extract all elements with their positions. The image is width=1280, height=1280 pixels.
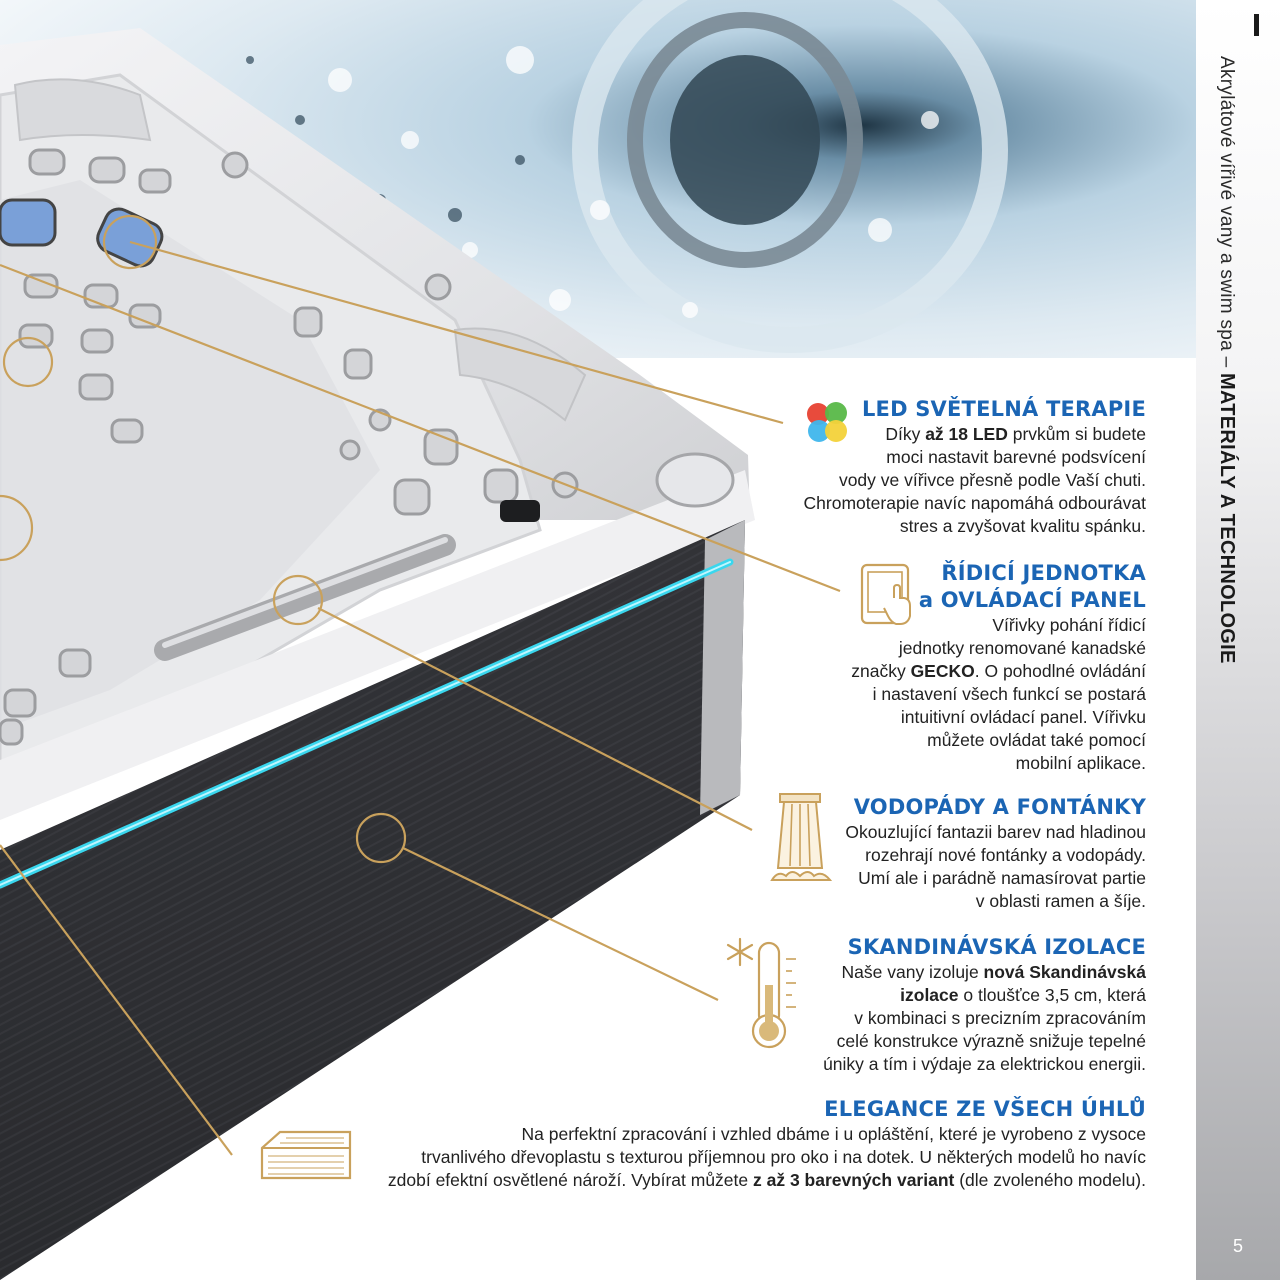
text-run: trvanlivého dřevoplastu s texturou příje… <box>421 1147 1146 1167</box>
bold-text: GECKO <box>910 661 975 681</box>
feature-body-line: moci nastavit barevné podsvícení <box>804 446 1146 469</box>
sidebar-title-prefix: Akrylátové vířivé vany a swim spa – <box>1216 56 1237 374</box>
sidebar-marker <box>1254 14 1259 36</box>
hot-tub-illustration <box>0 0 1196 1280</box>
text-run: vody ve vířivce přesně podle Vaší chuti. <box>838 470 1146 490</box>
feature-body-line: Naše vany izoluje nová Skandinávská <box>823 961 1146 984</box>
text-run: Chromoterapie navíc napomáhá odbourávat <box>803 493 1146 513</box>
feature-body-line: v kombinaci s precizním zpracováním <box>823 1007 1146 1030</box>
feature-title: LED SVĚTELNÁ TERAPIE <box>861 397 1146 421</box>
feature-body-line: Na perfektní zpracování i vzhled dbáme i… <box>388 1123 1147 1146</box>
feature-title-line-1: ŘÍDICÍ JEDNOTKA <box>941 561 1146 585</box>
feature-body-line: stres a zvyšovat kvalitu spánku. <box>804 515 1146 538</box>
feature-body-line: trvanlivého dřevoplastu s texturou příje… <box>388 1146 1146 1169</box>
text-run: značky <box>851 661 911 681</box>
feature-body: Okouzlující fantazii barev nad hladinou r… <box>845 821 1146 913</box>
text-run: Vířivky pohání řídicí <box>992 615 1146 635</box>
feature-body-line: jednotky renomované kanadské <box>851 637 1146 660</box>
feature-title-line-2: a OVLÁDACÍ PANEL <box>918 588 1146 612</box>
feature-title: VODOPÁDY A FONTÁNKY <box>853 795 1146 819</box>
text-run: Umí ale i parádně namasírovat partie <box>858 868 1146 888</box>
feature-body-line: mobilní aplikace. <box>851 752 1146 775</box>
text-run: intuitivní ovládací panel. Vířivku <box>900 707 1146 727</box>
text-run: v kombinaci s precizním zpracováním <box>854 1008 1146 1028</box>
sidebar-strip <box>1196 0 1280 1280</box>
text-run: Díky <box>885 424 926 444</box>
feature-body-line: úniky a tím i výdaje za elektrickou ener… <box>823 1053 1146 1076</box>
text-run: Na perfektní zpracování i vzhled dbáme i… <box>521 1124 1147 1144</box>
feature-waterfalls: VODOPÁDY A FONTÁNKY Okouzlující fantazii… <box>845 794 1146 913</box>
page-number: 5 <box>1232 1236 1243 1256</box>
feature-insulation: SKANDINÁVSKÁ IZOLACE Naše vany izoluje n… <box>823 934 1146 1076</box>
text-run: zdobí efektní osvětlené nároží. Vybírat … <box>387 1170 753 1190</box>
feature-body-line: izolace o tloušťce 3,5 cm, která <box>823 984 1146 1007</box>
feature-body-line: značky GECKO. O pohodlné ovládání <box>851 660 1146 683</box>
bold-text: nová Skandinávská <box>983 962 1146 982</box>
text-run: jednotky renomované kanadské <box>898 638 1146 658</box>
feature-body-line: můžete ovládat také pomocí <box>851 729 1146 752</box>
feature-body-line: rozehrají nové fontánky a vodopády. <box>845 844 1146 867</box>
feature-body-line: Chromoterapie navíc napomáhá odbourávat <box>804 492 1146 515</box>
text-run: v oblasti ramen a šíje. <box>975 891 1146 911</box>
text-run: Okouzlující fantazii barev nad hladinou <box>845 822 1146 842</box>
feature-title: ELEGANCE ZE VŠECH ÚHLŮ <box>824 1097 1146 1121</box>
sidebar-title-bold: MATERIÁLY A TECHNOLOGIE <box>1216 373 1238 664</box>
tablet-touch-icon <box>860 563 911 625</box>
feature-body-line: Vířivky pohání řídicí <box>851 614 1146 637</box>
bold-text: až 18 LED <box>925 424 1008 444</box>
text-run: moci nastavit barevné podsvícení <box>886 447 1146 467</box>
feature-body-line: celé konstrukce výrazně snižuje tepelné <box>823 1030 1146 1053</box>
text-run: (dle zvoleného modelu). <box>954 1170 1146 1190</box>
text-run: úniky a tím i výdaje za elektrickou ener… <box>823 1054 1146 1074</box>
text-run: mobilní aplikace. <box>1015 753 1146 773</box>
color-circles-icon <box>807 402 847 442</box>
waterfall-icon <box>770 793 833 881</box>
text-run: prvkům si budete <box>1007 424 1146 444</box>
feature-elegance: ELEGANCE ZE VŠECH ÚHLŮ Na perfektní zpra… <box>388 1096 1146 1192</box>
feature-body-line: zdobí efektní osvětlené nároží. Vybírat … <box>388 1169 1146 1192</box>
feature-led: LED SVĚTELNÁ TERAPIE Díky až 18 LED prvk… <box>804 396 1146 538</box>
feature-body: Na perfektní zpracování i vzhled dbáme i… <box>388 1123 1146 1192</box>
text-run: rozehrají nové fontánky a vodopády. <box>865 845 1146 865</box>
feature-control-unit: ŘÍDICÍ JEDNOTKA a OVLÁDACÍ PANEL Vířivky… <box>851 560 1146 775</box>
feature-body-line: Díky až 18 LED prvkům si budete <box>804 423 1146 446</box>
bold-text: izolace <box>900 985 959 1005</box>
feature-title: SKANDINÁVSKÁ IZOLACE <box>847 935 1146 959</box>
feature-body: Vířivky pohání řídicí jednotky renomované… <box>851 614 1146 775</box>
thermometer-snowflake-icon <box>726 937 796 1049</box>
text-run: stres a zvyšovat kvalitu spánku. <box>899 516 1146 536</box>
text-run: můžete ovládat také pomocí <box>927 730 1146 750</box>
text-run: celé konstrukce výrazně snižuje tepelné <box>836 1031 1146 1051</box>
text-run: i nastavení všech funkcí se postará <box>872 684 1146 704</box>
feature-body-line: intuitivní ovládací panel. Vířivku <box>851 706 1146 729</box>
text-run: Naše vany izoluje <box>841 962 984 982</box>
text-run: o tloušťce 3,5 cm, která <box>958 985 1146 1005</box>
feature-body-line: i nastavení všech funkcí se postará <box>851 683 1146 706</box>
text-run: . O pohodlné ovládání <box>974 661 1146 681</box>
feature-body-line: vody ve vířivce přesně podle Vaší chuti. <box>804 469 1146 492</box>
tub-outline-icon <box>260 1130 352 1180</box>
sidebar-title: Akrylátové vířivé vany a swim spa – MATE… <box>1215 56 1238 664</box>
feature-body-line: Umí ale i parádně namasírovat partie <box>845 867 1146 890</box>
feature-body-line: Okouzlující fantazii barev nad hladinou <box>845 821 1146 844</box>
feature-body-line: v oblasti ramen a šíje. <box>845 890 1146 913</box>
bold-text: z až 3 barevných variant <box>753 1170 955 1190</box>
